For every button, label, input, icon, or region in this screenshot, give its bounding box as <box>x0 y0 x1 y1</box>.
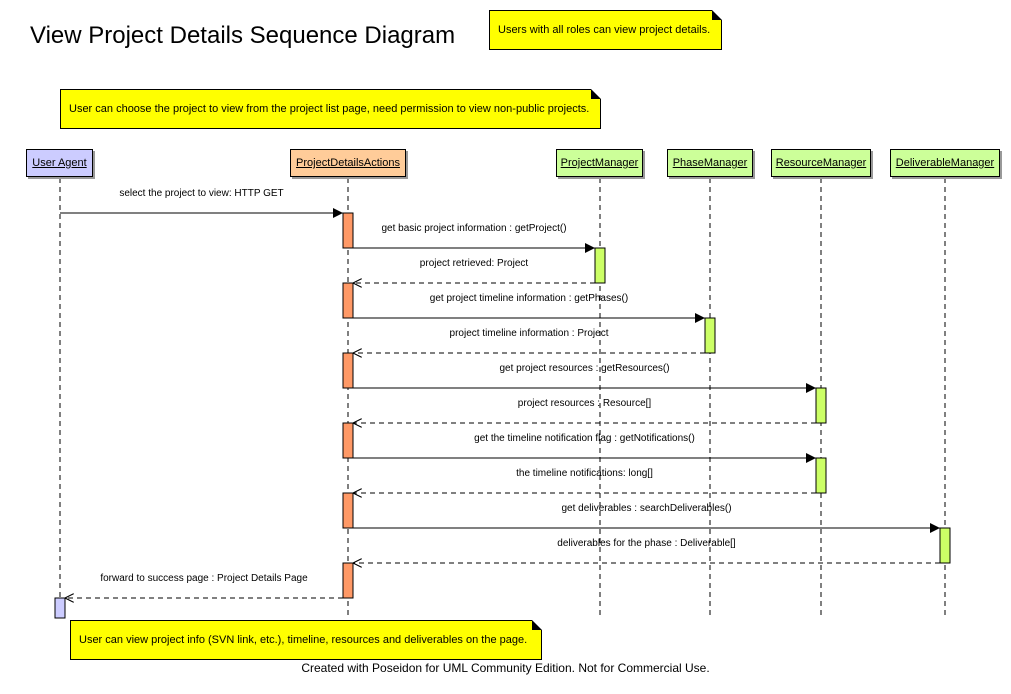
activation-actions-0 <box>342 212 354 249</box>
note-fold-icon <box>712 10 722 20</box>
message-label-7: get the timeline notification flag : get… <box>474 433 695 444</box>
activation-actions-3 <box>342 422 354 459</box>
note-roles: Users with all roles can view project de… <box>489 10 722 50</box>
note-fold-icon <box>591 89 601 99</box>
activation-phase-manager <box>704 317 716 354</box>
activation-resource-manager-1 <box>815 457 827 494</box>
message-label-11: forward to success page : Project Detail… <box>100 573 308 584</box>
message-label-5: get project resources : getResources() <box>499 363 670 374</box>
note-view-project: User can view project info (SVN link, et… <box>70 620 542 660</box>
activation-project-manager <box>594 247 606 284</box>
activation-deliverable-manager <box>939 527 951 564</box>
actor-phase-manager: PhaseManager <box>667 149 753 177</box>
actor-resource-manager: ResourceManager <box>771 149 871 177</box>
activation-actions-1 <box>342 282 354 319</box>
note-fold-icon <box>532 620 542 630</box>
activation-actions-2 <box>342 352 354 389</box>
actor-user-agent: User Agent <box>26 149 93 177</box>
note-choose-project-text: User can choose the project to view from… <box>69 103 590 115</box>
message-label-9: get deliverables : searchDeliverables() <box>561 503 732 514</box>
activation-resource-manager-0 <box>815 387 827 424</box>
message-label-4: project timeline information : Project <box>449 328 609 339</box>
actor-deliverable-manager: DeliverableManager <box>890 149 1000 177</box>
activation-actions-5 <box>342 562 354 599</box>
note-roles-text: Users with all roles can view project de… <box>498 24 711 36</box>
message-label-2: project retrieved: Project <box>419 258 529 269</box>
diagram-title: View Project Details Sequence Diagram <box>30 22 456 49</box>
message-label-0: select the project to view: HTTP GET <box>119 188 284 199</box>
message-label-8: the timeline notifications: long[] <box>516 468 653 479</box>
message-label-6: project resources : Resource[] <box>517 398 652 409</box>
activation-actions-4 <box>342 492 354 529</box>
actor-project-details-actions: ProjectDetailsActions <box>290 149 406 177</box>
actor-project-manager: ProjectManager <box>556 149 643 177</box>
message-label-10: deliverables for the phase : Deliverable… <box>557 538 736 549</box>
footer-credit: Created with Poseidon for UML Community … <box>301 661 710 675</box>
message-label-1: get basic project information : getProje… <box>381 223 567 234</box>
note-choose-project: User can choose the project to view from… <box>60 89 601 129</box>
activation-user-agent <box>54 597 66 619</box>
note-view-project-text: User can view project info (SVN link, et… <box>79 634 528 646</box>
message-label-3: get project timeline information : getPh… <box>429 293 629 304</box>
